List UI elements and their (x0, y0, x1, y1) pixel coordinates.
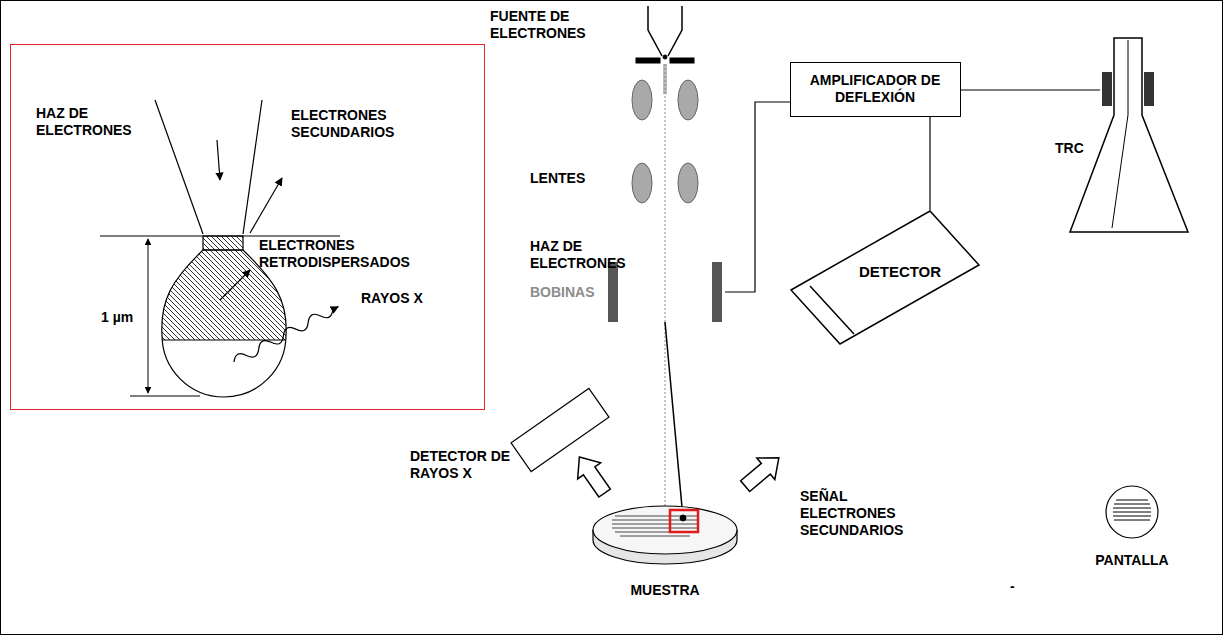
electron-gun (668, 6, 682, 56)
interaction-volume (162, 250, 286, 397)
interaction-volume (148, 239, 149, 393)
screen (1114, 520, 1150, 521)
detector-window (810, 286, 854, 334)
interaction-volume (130, 396, 200, 397)
signal-wire (929, 117, 930, 210)
inset-box: HAZ DE ELECTRONES ELECTRONES SECUNDARIOS E… (10, 44, 485, 410)
signal-label: RAYOS X (361, 290, 423, 307)
crt-outline (1100, 30, 1192, 235)
detector-outline (791, 211, 979, 344)
part-label: TRC (1055, 140, 1084, 157)
lens (632, 80, 652, 120)
lens (632, 163, 652, 203)
electron-beam (665, 64, 666, 520)
screen (1114, 504, 1150, 505)
screen (1116, 500, 1148, 501)
electron-gun (648, 6, 662, 56)
screen (1113, 516, 1151, 517)
deflected-beam (665, 322, 683, 518)
screen (1113, 508, 1151, 509)
crt-tube: TRC (1100, 30, 1192, 235)
beam-label: HAZ DE ELECTRONES (36, 105, 146, 139)
detector-box: DETECTOR (790, 210, 980, 345)
signal-label: ELECTRONES RETRODISPERSADOS (259, 237, 429, 271)
interaction-volume (155, 100, 203, 234)
part-label: MUESTRA (630, 582, 699, 599)
part-label: HAZ DE ELECTRONES (530, 238, 640, 272)
process-box: AMPLIFICADOR DE DEFLEXIÓN (790, 62, 961, 117)
stray-mark: - (1010, 578, 1015, 595)
signal-label: ELECTRONES SECUNDARIOS (291, 107, 421, 141)
sample-disc (612, 528, 698, 529)
signal-wire (725, 102, 790, 292)
screen (1113, 500, 1151, 520)
screen (1106, 486, 1158, 538)
part-label: LENTES (530, 170, 585, 187)
coil-symbol (608, 262, 618, 322)
part-label: PANTALLA (1095, 552, 1168, 569)
part-label: BOBINAS (530, 284, 595, 301)
coil-symbol (1102, 72, 1112, 106)
coil-symbol (1144, 72, 1154, 106)
box-label: AMPLIFICADOR DE DEFLEXIÓN (805, 72, 945, 106)
interaction-volume (217, 140, 220, 180)
interaction-volume (243, 100, 262, 234)
sample-disc (593, 506, 737, 564)
electron-gun (670, 58, 694, 63)
sample-disc (680, 515, 686, 521)
coil-symbol (712, 262, 722, 322)
electron-gun (663, 55, 667, 59)
screen (1106, 486, 1158, 538)
part-label: FUENTE DE ELECTRONES (490, 8, 600, 42)
interaction-volume (220, 270, 250, 300)
electron-gun (636, 58, 660, 63)
signal-arrow (736, 447, 788, 497)
sample-disc (612, 524, 698, 525)
sample-disc (670, 510, 698, 532)
crt-beam (1112, 40, 1128, 228)
crt-outline (1070, 38, 1188, 232)
signal-arrow (568, 449, 616, 501)
xray-detector (511, 388, 609, 471)
part-label: DETECTOR (859, 263, 941, 281)
interaction-volume (232, 302, 341, 366)
part-label: DETECTOR DE RAYOS X (410, 448, 520, 482)
sample-disc (620, 536, 690, 537)
dimension-label: 1 µm (101, 309, 133, 326)
deflected-beam (665, 322, 683, 518)
screen (1113, 512, 1151, 513)
lens (678, 80, 698, 120)
interaction-volume (203, 236, 243, 250)
lens (678, 163, 698, 203)
signal-wire (961, 89, 1100, 90)
signal-label: SEÑAL ELECTRONES SECUNDARIOS (800, 488, 915, 538)
sample-disc (593, 506, 737, 554)
interaction-volume (250, 178, 282, 233)
